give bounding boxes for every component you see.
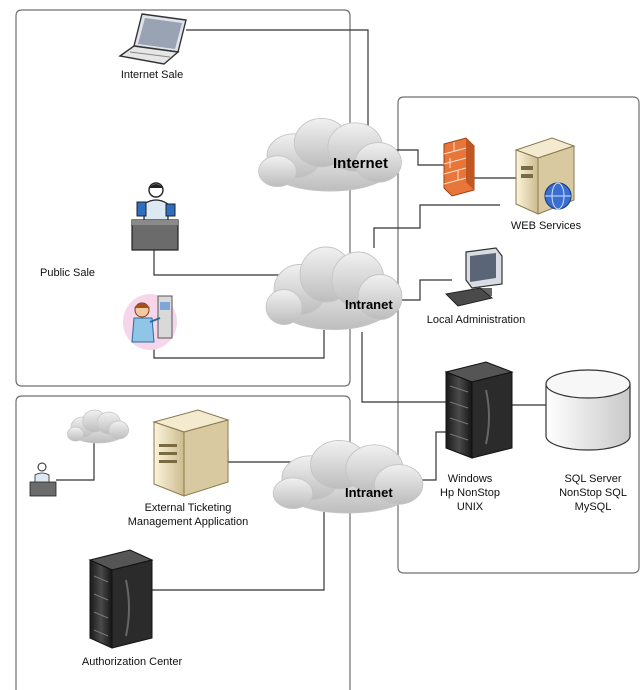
firewall-icon bbox=[443, 137, 475, 197]
small-clerk-icon bbox=[29, 462, 57, 497]
small-cloud-icon bbox=[67, 409, 129, 444]
workstation-icon bbox=[444, 247, 503, 307]
server-os-line: Hp NonStop bbox=[440, 487, 500, 499]
web-server-icon bbox=[514, 137, 576, 215]
intranet-top-cloud-label: Intranet bbox=[345, 297, 393, 312]
database-icon bbox=[545, 369, 631, 451]
intranet-cloud-bottom bbox=[272, 439, 424, 514]
databases-label: SQL Server NonStop SQL MySQL bbox=[548, 472, 638, 514]
authorization-center-label: Authorization Center bbox=[81, 656, 183, 668]
server-rack-icon bbox=[444, 361, 514, 459]
web-services-label: WEB Services bbox=[510, 220, 582, 232]
server-os-label: Windows Hp NonStop UNIX bbox=[430, 472, 510, 514]
frame-top-left bbox=[15, 9, 351, 387]
server-os-line: UNIX bbox=[456, 501, 484, 513]
server-os-line: Windows bbox=[447, 473, 493, 485]
internet-sale-label: Internet Sale bbox=[120, 69, 184, 81]
frame-bottom-left bbox=[15, 395, 351, 690]
internet-cloud-label: Internet bbox=[333, 155, 389, 172]
external-ticketing-line: External Ticketing bbox=[144, 502, 232, 514]
database-line: NonStop SQL bbox=[559, 487, 627, 499]
external-ticketing-line: Management Application bbox=[127, 516, 249, 528]
public-sale-label: Public Sale bbox=[40, 267, 96, 279]
local-administration-label: Local Administration bbox=[426, 314, 526, 326]
laptop-icon bbox=[118, 13, 187, 65]
database-line: MySQL bbox=[574, 501, 612, 513]
external-ticketing-label: External Ticketing Management Applicatio… bbox=[108, 501, 268, 529]
authorization-server-icon bbox=[88, 549, 154, 649]
frame-right bbox=[397, 96, 640, 574]
external-server-icon bbox=[152, 409, 230, 497]
intranet-bottom-cloud-label: Intranet bbox=[345, 485, 393, 500]
kiosk-user-icon bbox=[123, 294, 177, 350]
clerk-icon bbox=[131, 182, 179, 251]
database-line: SQL Server bbox=[564, 473, 622, 485]
intranet-cloud-top bbox=[265, 246, 403, 331]
